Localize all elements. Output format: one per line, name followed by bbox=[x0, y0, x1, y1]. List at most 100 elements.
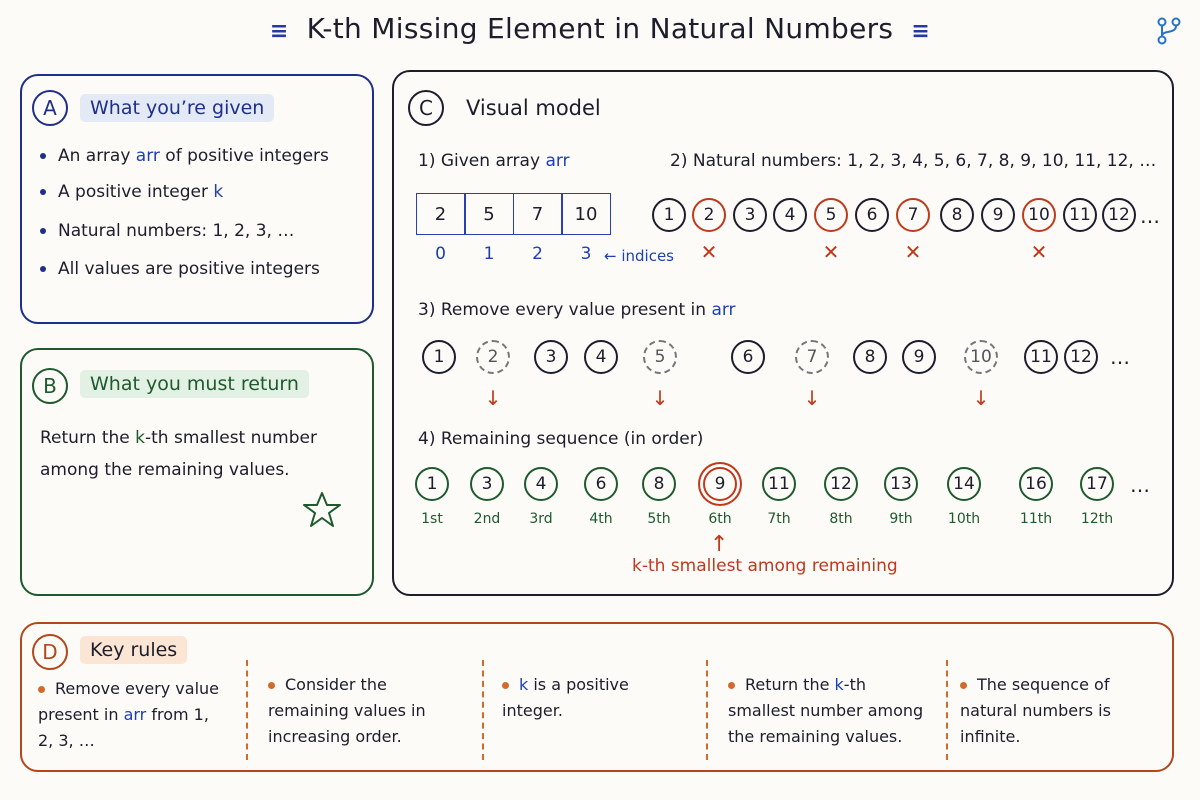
down-arrow: ↓ bbox=[803, 386, 821, 410]
kept-number-circle: 11 bbox=[1024, 340, 1058, 374]
return-line-1: Return the k-th smallest number bbox=[40, 428, 317, 448]
rule-1: Remove every value present in arr from 1… bbox=[38, 676, 228, 754]
remaining-number-circle: 16 bbox=[1019, 467, 1053, 501]
bullet-highlight: k bbox=[213, 182, 224, 202]
ordinal-label: 11th bbox=[1019, 511, 1053, 527]
array-cell: 2 bbox=[416, 193, 465, 235]
removed-ellipsis: … bbox=[1110, 345, 1130, 369]
x-mark: ✕ bbox=[822, 240, 840, 264]
x-mark: ✕ bbox=[904, 240, 922, 264]
rule-highlight: k bbox=[519, 675, 529, 694]
rule-divider bbox=[246, 660, 248, 760]
panel-d-badge: D bbox=[32, 634, 68, 670]
panel-b-badge: B bbox=[32, 368, 68, 404]
remaining-number-circle: 14 bbox=[947, 467, 981, 501]
bullet-text: of positive integers bbox=[159, 146, 329, 166]
panel-return bbox=[20, 348, 374, 596]
rule-divider bbox=[706, 660, 708, 760]
kept-number-circle: 1 bbox=[422, 340, 456, 374]
given-bullet-1: An array arr of positive integers bbox=[40, 146, 329, 166]
given-bullet-3: Natural numbers: 1, 2, 3, … bbox=[40, 221, 294, 241]
natural-ellipsis: … bbox=[1140, 204, 1160, 228]
title-decoration-right: ≡ bbox=[911, 19, 931, 44]
rule-4: Return the k-th smallest number among th… bbox=[728, 672, 924, 750]
step-text: 1) Given array bbox=[418, 151, 546, 171]
natural-number-circle: 6 bbox=[855, 198, 889, 232]
given-bullet-2: A positive integer k bbox=[40, 182, 223, 202]
array-cell: 5 bbox=[464, 193, 514, 235]
step-1-label: 1) Given array arr bbox=[418, 151, 570, 171]
remaining-number-circle: 17 bbox=[1080, 467, 1114, 501]
remaining-number-circle: 13 bbox=[884, 467, 918, 501]
rule-highlight: k bbox=[834, 675, 844, 694]
rule-text: from 1, 2, 3, … bbox=[38, 705, 209, 750]
natural-number-circle: 9 bbox=[981, 198, 1015, 232]
array-index: 2 bbox=[532, 244, 543, 264]
rule-text: The sequence of natural numbers is infin… bbox=[960, 675, 1111, 746]
ordinal-label: 10th bbox=[947, 511, 981, 527]
remaining-number-circle: 6 bbox=[584, 467, 618, 501]
return-line-2: among the remaining values. bbox=[40, 460, 290, 480]
ordinal-label: 12th bbox=[1080, 511, 1114, 527]
title-decoration-left: ≡ bbox=[269, 19, 289, 44]
rule-dot bbox=[268, 682, 275, 689]
step-4-label: 4) Remaining sequence (in order) bbox=[418, 429, 704, 449]
panel-c-heading: Visual model bbox=[466, 96, 601, 120]
step-highlight: arr bbox=[711, 300, 736, 320]
array-index: 3 bbox=[580, 244, 592, 264]
remaining-number-circle: 12 bbox=[824, 467, 858, 501]
removed-number-circle: 5 bbox=[643, 340, 677, 374]
rule-3: k is a positive integer. bbox=[502, 672, 692, 724]
bullet-dot bbox=[40, 266, 46, 272]
remaining-number-circle: 11 bbox=[762, 467, 796, 501]
panel-a-badge: A bbox=[32, 90, 68, 126]
array-index: 0 bbox=[435, 244, 446, 264]
bullet-text: A positive integer bbox=[58, 182, 214, 202]
rule-5: The sequence of natural numbers is infin… bbox=[960, 672, 1160, 750]
panel-key-rules bbox=[20, 622, 1174, 772]
return-text: -th smallest number bbox=[144, 428, 317, 448]
bullet-text: An array bbox=[58, 146, 136, 166]
page-title: ≡ K-th Missing Element in Natural Numbers… bbox=[0, 12, 1200, 45]
removed-number-circle: 10 bbox=[964, 340, 998, 374]
rule-divider bbox=[946, 660, 948, 760]
natural-number-circle: 8 bbox=[940, 198, 974, 232]
rule-divider bbox=[482, 660, 484, 760]
array-cell: 7 bbox=[513, 193, 562, 235]
natural-number-circle: 5 bbox=[814, 198, 848, 232]
natural-number-circle: 11 bbox=[1063, 198, 1097, 232]
panel-given bbox=[20, 74, 374, 324]
kept-number-circle: 8 bbox=[853, 340, 887, 374]
pointer-label: k-th smallest among remaining bbox=[632, 556, 898, 576]
array-cell: 10 bbox=[561, 193, 611, 235]
indices-label: ← indices bbox=[604, 247, 674, 265]
remaining-number-circle: 1 bbox=[415, 467, 449, 501]
array-index: 1 bbox=[483, 244, 495, 264]
branch-icon[interactable] bbox=[1154, 16, 1184, 46]
rule-2: Consider the remaining values in increas… bbox=[268, 672, 464, 750]
step-text: 3) Remove every value present in bbox=[418, 300, 712, 320]
ordinal-label: 2nd bbox=[473, 511, 501, 527]
natural-number-circle: 3 bbox=[733, 198, 767, 232]
ordinal-label: 4th bbox=[589, 511, 613, 527]
rule-text: -th smallest number among the remaining … bbox=[728, 675, 924, 746]
x-mark: ✕ bbox=[1030, 240, 1048, 264]
kept-number-circle: 9 bbox=[902, 340, 936, 374]
remaining-ellipsis: … bbox=[1130, 473, 1150, 497]
star-icon bbox=[303, 492, 341, 527]
rule-text: is a positive integer. bbox=[502, 675, 629, 720]
rule-dot bbox=[960, 682, 967, 689]
remaining-number-circle: 4 bbox=[524, 467, 558, 501]
ordinal-label: 7th bbox=[767, 511, 791, 527]
natural-number-circle: 12 bbox=[1102, 198, 1136, 232]
natural-number-circle: 1 bbox=[652, 198, 686, 232]
kept-number-circle: 4 bbox=[584, 340, 618, 374]
bullet-text: Natural numbers: 1, 2, 3, … bbox=[58, 221, 295, 241]
rule-text: Remove every value present in bbox=[38, 679, 220, 724]
rule-text: Return the bbox=[745, 675, 835, 694]
title-text: K-th Missing Element in Natural Numbers bbox=[306, 12, 894, 45]
kth-highlight-circle: 9 bbox=[703, 467, 737, 501]
panel-visual-model bbox=[392, 70, 1174, 596]
ordinal-label: 5th bbox=[647, 511, 671, 527]
rule-dot bbox=[38, 686, 45, 693]
